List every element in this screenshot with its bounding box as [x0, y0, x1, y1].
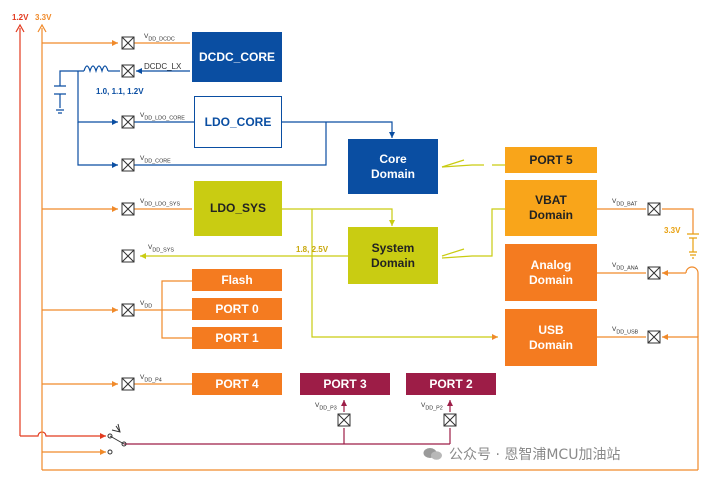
usb-domain-line1: USB — [538, 322, 564, 337]
rail-1v2-arrow-icon — [15, 23, 25, 33]
core-voltage-options: 1.0, 1.1, 1.2V — [96, 87, 144, 96]
analog-domain-line1: Analog — [530, 257, 572, 272]
port3-block: PORT 3 — [300, 373, 390, 395]
rail-1v2-label: 1.2V — [12, 13, 29, 22]
port0-block: PORT 0 — [192, 298, 282, 320]
analog-domain-block: Analog Domain — [505, 244, 597, 301]
pin-vdd-bat-icon — [647, 202, 661, 216]
vdd-core-label: VDD_CORE — [140, 155, 171, 165]
pin-vdd-p3-icon — [337, 413, 351, 427]
vdd-bat-label: VDD_BAT — [612, 198, 638, 208]
battery-wire — [662, 208, 694, 234]
vdd-p2-label: VDD_P2 — [421, 402, 443, 412]
vdd-core-return — [134, 122, 327, 166]
supply-select-switch-icon — [107, 423, 127, 455]
sys-switch-icon — [441, 159, 465, 257]
port2-block: PORT 2 — [406, 373, 496, 395]
vdd-ldo-sys-label: VDD_LDO_SYS — [140, 198, 181, 208]
port5-block: PORT 5 — [505, 147, 597, 173]
port-bus-wire — [124, 428, 451, 445]
pin-vdd-ldo-core-icon — [121, 115, 135, 129]
vbat-domain-line2: Domain — [528, 208, 573, 222]
battery-icon — [687, 233, 699, 259]
vdd-core-wire — [77, 122, 118, 168]
pin-dcdc-lx-icon — [121, 64, 135, 78]
sys-voltage-options: 1.8, 2.5V — [296, 245, 329, 254]
core-supply-wire — [59, 70, 84, 108]
core-domain-block: Core Domain — [348, 139, 438, 194]
vbat-to-sys-switch — [441, 208, 505, 259]
vbat-domain-block: VBAT Domain — [505, 180, 597, 236]
vbat-domain-line1: VBAT — [535, 193, 567, 207]
flash-block: Flash — [192, 269, 282, 291]
dcdc-lx-label: DCDC_LX — [144, 62, 182, 71]
rail-3v3-arrow-icon — [37, 23, 47, 33]
pin-vdd-ana-icon — [647, 266, 661, 280]
analog-domain-line2: Domain — [528, 272, 573, 287]
port1-block: PORT 1 — [192, 327, 282, 349]
vdd-fanout — [134, 280, 192, 339]
watermark-text: 公众号 · 恩智浦MCU加油站 — [449, 447, 621, 463]
sys-to-usb-wire — [311, 209, 498, 340]
usb-domain-line2: Domain — [528, 337, 573, 352]
watermark: 公众号 · 恩智浦MCU加油站 — [423, 444, 620, 464]
inductor-icon — [83, 65, 109, 74]
wechat-icon — [423, 448, 442, 460]
vdd-ldo-core-label: VDD_LDO_CORE — [140, 112, 185, 122]
pin-vdd-icon — [121, 303, 135, 317]
vdd-ana-label: VDD_ANA — [612, 262, 639, 272]
pin-vdd-core-icon — [121, 158, 135, 172]
dcdc-core-block: DCDC_CORE — [192, 32, 282, 82]
ldo-core-block: LDO_CORE — [194, 96, 282, 148]
rail-1v2-wire — [19, 28, 106, 439]
rail-3v3-wire — [41, 28, 698, 471]
port4-block: PORT 4 — [192, 373, 282, 395]
system-domain-line2: Domain — [370, 255, 415, 270]
feed-vdd-ana — [685, 266, 699, 337]
usb-domain-block: USB Domain — [505, 309, 597, 366]
vdd-sys-label: VDD_SYS — [148, 244, 174, 254]
ldo-core-out — [282, 121, 395, 138]
system-domain-line1: System — [371, 240, 415, 255]
rail-3v3-label: 3.3V — [35, 13, 52, 22]
vdd-dcdc-label: VDD_DCDC — [144, 33, 175, 43]
feed-vdd-usb — [662, 334, 699, 470]
vdd-p3-label: VDD_P3 — [315, 402, 337, 412]
core-domain-line2: Domain — [370, 166, 415, 181]
pin-vdd-dcdc-icon — [121, 36, 135, 50]
pin-vdd-ldo-sys-icon — [121, 202, 135, 216]
pin-vdd-sys-icon — [121, 249, 135, 263]
pin-vdd-p4-icon — [121, 377, 135, 391]
ldo-sys-out — [282, 208, 395, 226]
vdd-p4-label: VDD_P4 — [140, 374, 162, 384]
ldo-sys-block: LDO_SYS — [194, 181, 282, 236]
vdd-label: VDD — [140, 300, 153, 310]
vdd-ldo-core-wire — [77, 71, 118, 125]
capacitor-icon — [54, 85, 66, 114]
core-domain-line1: Core — [379, 151, 407, 166]
vbat-to-core-switch — [441, 164, 505, 168]
pin-vdd-usb-icon — [647, 330, 661, 344]
battery-voltage: 3.3V — [664, 226, 681, 235]
system-domain-block: System Domain — [348, 227, 438, 284]
vdd-usb-label: VDD_USB — [612, 326, 639, 336]
pin-vdd-p2-icon — [443, 413, 457, 427]
